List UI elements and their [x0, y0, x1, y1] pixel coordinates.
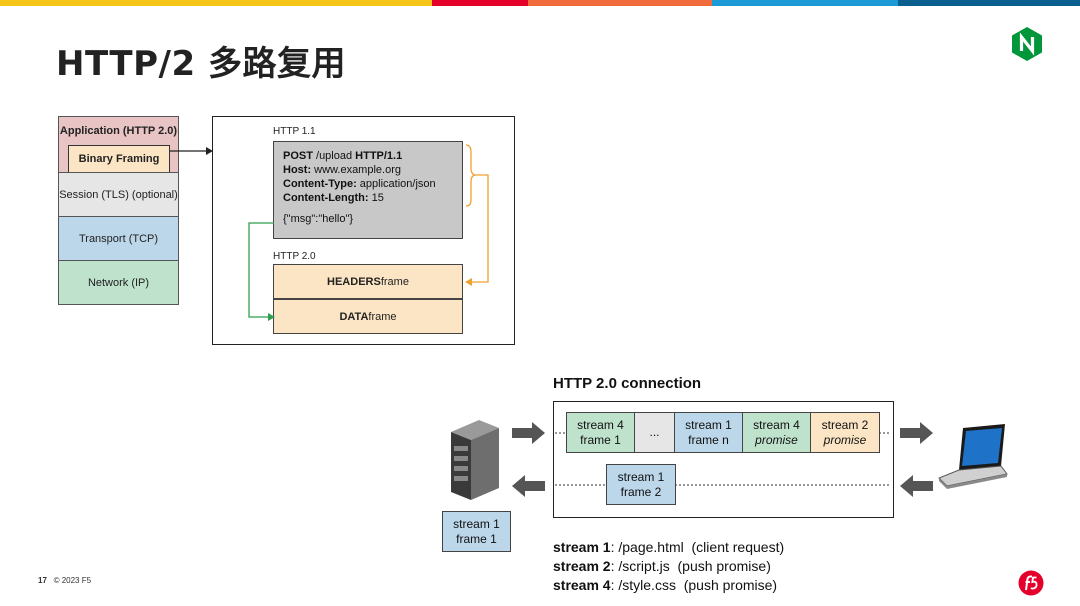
arrow-right-icon	[900, 422, 933, 444]
f5-logo	[1018, 570, 1044, 596]
arrow-left-icon	[512, 475, 545, 497]
transport-layer: Transport (TCP)	[58, 216, 179, 261]
binary-framing-layer: Binary Framing	[68, 145, 170, 173]
arrow-left-icon	[900, 475, 933, 497]
content-length-header: Content-Length: 15	[283, 192, 384, 204]
top-color-band	[0, 0, 1080, 6]
legend-item: stream 4: /style.css (push promise)	[553, 577, 778, 593]
framing-arrow	[170, 147, 213, 155]
session-layer: Session (TLS) (optional)	[58, 172, 179, 217]
legend-item: stream 1: /page.html (client request)	[553, 539, 785, 555]
content-type-header: Content-Type: application/json	[283, 178, 436, 190]
data-mapping-arrow	[248, 222, 275, 321]
frame-cell-ellipsis: ...	[634, 412, 675, 453]
data-frame: DATA frame	[273, 299, 463, 334]
http11-caption: HTTP 1.1	[273, 126, 316, 137]
request-body: {"msg":"hello"}	[283, 213, 354, 225]
nginx-logo	[1012, 27, 1042, 61]
connection-title: HTTP 2.0 connection	[553, 375, 702, 392]
laptop-icon	[938, 424, 1008, 489]
network-layer: Network (IP)	[58, 260, 179, 305]
footer: 17 © 2023 F5	[38, 576, 91, 585]
http20-caption: HTTP 2.0	[273, 251, 316, 262]
copyright: © 2023 F5	[53, 576, 92, 585]
request-line: POST /upload HTTP/1.1	[283, 150, 403, 162]
slide-title: HTTP/2 多路复用	[56, 44, 346, 84]
host-header: Host: www.example.org	[283, 164, 401, 176]
page-number: 17	[38, 576, 47, 585]
arrow-right-icon	[512, 422, 545, 444]
http11-request-box: POST /upload HTTP/1.1 Host: www.example.…	[273, 141, 463, 239]
server-icon	[451, 420, 499, 500]
headers-mapping-arrow	[465, 144, 489, 286]
headers-frame: HEADERS frame	[273, 264, 463, 299]
legend-item: stream 2: /script.js (push promise)	[553, 558, 771, 574]
